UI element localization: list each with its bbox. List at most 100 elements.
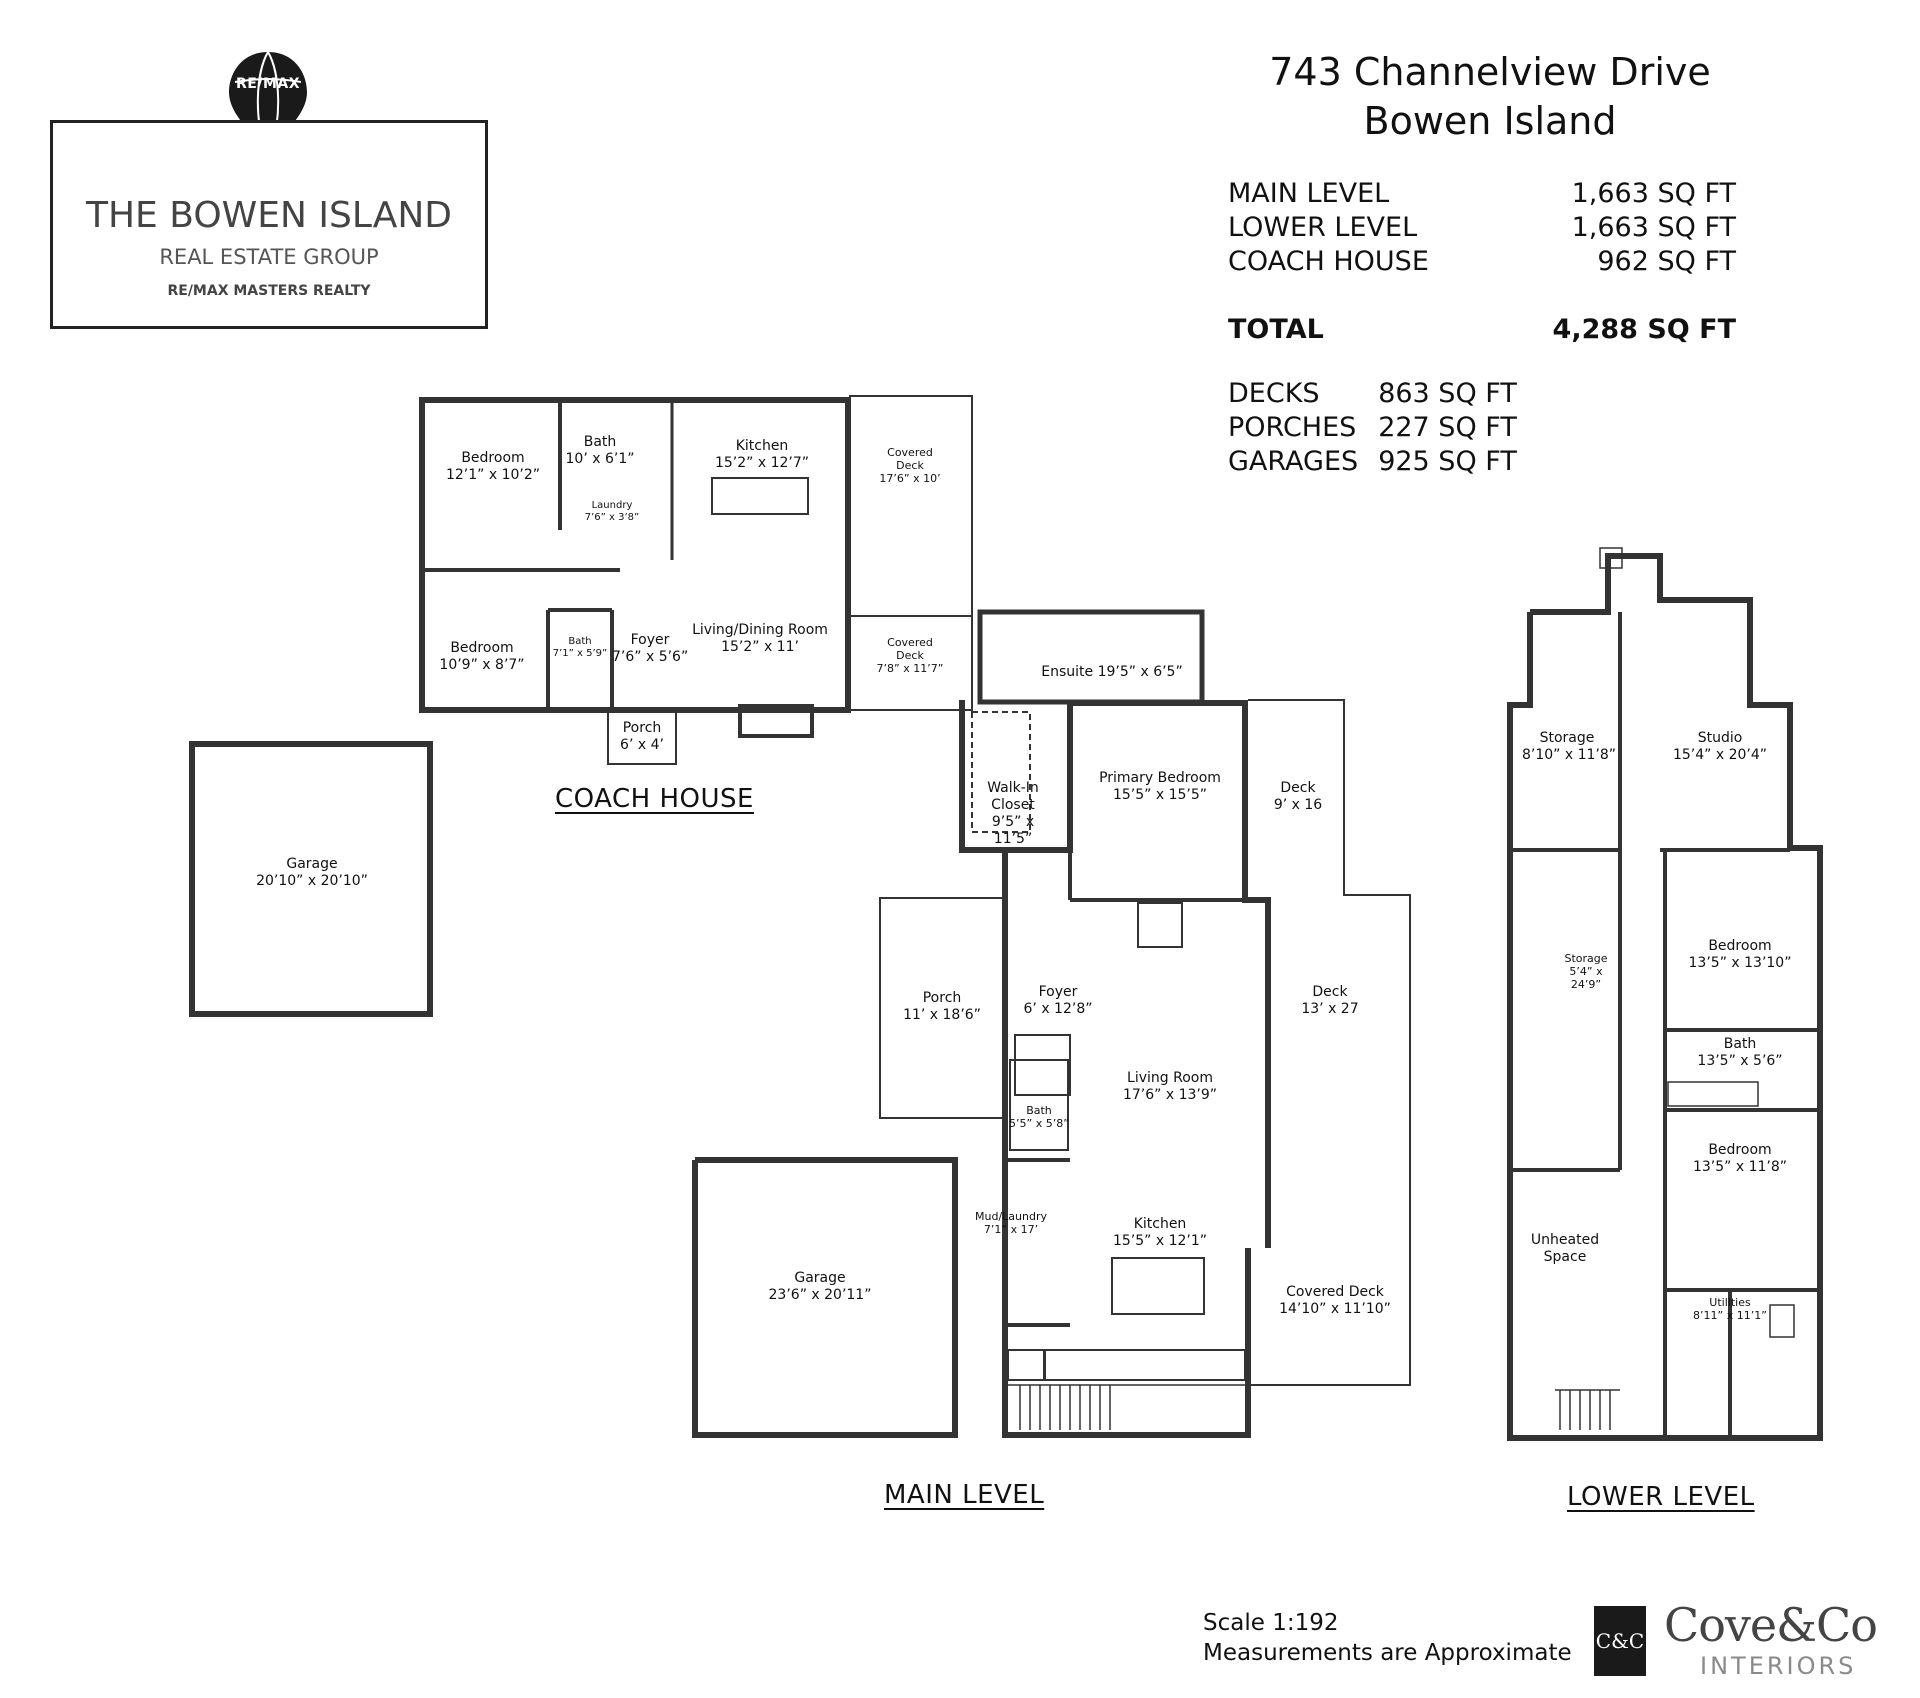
logo-line-3: RE/MAX MASTERS REALTY <box>167 283 371 299</box>
room-dims: 19’5” x 6’5” <box>1097 664 1183 680</box>
room-label: Porch 6’ x 4’ <box>608 720 676 754</box>
room-label: Storage 8’10” x 11’8” <box>1522 730 1617 764</box>
room-name: Bedroom <box>450 640 514 656</box>
room-dims: 7’1” x 17’ <box>983 1223 1039 1236</box>
extra-area-row: DECKS 863 SQ FT <box>1228 376 1517 410</box>
room-name: Deck <box>1280 780 1316 796</box>
room-name: Bath <box>1026 1104 1052 1117</box>
room-dims: 13’5” x 13’10” <box>1688 955 1792 971</box>
extra-area-value: 863 SQ FT <box>1378 377 1517 409</box>
room-name: Porch <box>922 990 962 1006</box>
area-label: COACH HOUSE <box>1228 245 1429 277</box>
room-name: Covered Deck <box>887 446 933 472</box>
room-label: Foyer 6’ x 12’8” <box>1018 984 1098 1018</box>
room-dims: 12’1” x 10’2” <box>445 467 541 483</box>
room-name: Kitchen <box>1133 1216 1187 1232</box>
room-dims: 20’10” x 20’10” <box>256 873 368 889</box>
room-label: Bedroom 13’5” x 13’10” <box>1680 938 1800 972</box>
address-line-2: Bowen Island <box>1363 99 1617 143</box>
room-label: Living/Dining Room 15’2” x 11’ <box>690 622 830 656</box>
room-name: Living Room <box>1127 1070 1213 1086</box>
room-label: Deck 13’ x 27 <box>1290 984 1370 1018</box>
room-label: Walk-In Closet 9’5” x 11’5” <box>978 780 1048 848</box>
extra-area-value: 227 SQ FT <box>1378 411 1517 443</box>
room-dims: 8’11” x 11’1” <box>1693 1309 1767 1322</box>
room-label: Storage 5’4” x 24’9” <box>1556 952 1616 991</box>
room-name: Mud/Laundry <box>975 1210 1047 1223</box>
extra-area-label: DECKS <box>1228 377 1320 409</box>
room-name: Utilities <box>1709 1296 1751 1309</box>
cove-co-mark-icon: C&C <box>1594 1606 1646 1676</box>
cove-co-brand-name: Cove&Co <box>1664 1598 1878 1652</box>
area-row: LOWER LEVEL 1,663 SQ FT <box>1228 210 1736 244</box>
scale-text: Scale 1:192 <box>1203 1610 1339 1636</box>
footer-notes: Scale 1:192 Measurements are Approximate <box>1203 1608 1572 1668</box>
room-label: Bath 7’1” x 5’9” <box>548 636 612 660</box>
room-dims: 7’6” x 3’8” <box>584 512 640 523</box>
room-name: Kitchen <box>735 438 789 454</box>
room-name: Living/Dining Room <box>692 622 828 638</box>
room-label: Kitchen 15’5” x 12’1” <box>1100 1216 1220 1250</box>
area-label: LOWER LEVEL <box>1228 211 1418 243</box>
room-name: Garage <box>794 1270 846 1286</box>
extra-area-row: PORCHES 227 SQ FT <box>1228 410 1517 444</box>
room-label: Ensuite 19’5” x 6’5” <box>1012 664 1212 681</box>
area-summary-table: MAIN LEVEL 1,663 SQ FT LOWER LEVEL 1,663… <box>1228 176 1736 346</box>
room-name: Bedroom <box>1708 938 1772 954</box>
property-address: 743 Channelview Drive Bowen Island <box>1180 48 1800 146</box>
room-dims: 8’10” x 11’8” <box>1522 747 1617 763</box>
room-dims: 9’5” x 11’5” <box>991 814 1035 847</box>
room-name: Covered Deck <box>887 636 933 662</box>
area-row: MAIN LEVEL 1,663 SQ FT <box>1228 176 1736 210</box>
extra-area-table: DECKS 863 SQ FT PORCHES 227 SQ FT GARAGE… <box>1228 376 1517 478</box>
room-name: Deck <box>1312 984 1348 1000</box>
room-label: Garage 20’10” x 20’10” <box>232 856 392 890</box>
room-name: Bedroom <box>1708 1142 1772 1158</box>
room-name: Foyer <box>1038 984 1078 1000</box>
room-dims: 13’5” x 11’8” <box>1692 1159 1788 1175</box>
logo-frame: THE BOWEN ISLAND REAL ESTATE GROUP RE/MA… <box>50 120 488 329</box>
room-label: Living Room 17’6” x 13’9” <box>1110 1070 1230 1104</box>
room-name: Ensuite <box>1041 664 1094 680</box>
area-value: 962 SQ FT <box>1597 245 1736 277</box>
room-dims: 17’6” x 10’ <box>879 472 941 485</box>
room-name: Garage <box>286 856 338 872</box>
room-label: Bedroom 13’5” x 11’8” <box>1680 1142 1800 1176</box>
room-dims: 10’9” x 8’7” <box>439 657 525 673</box>
room-label: Covered Deck 7’8” x 11’7” <box>860 636 960 675</box>
room-label: Laundry 7’6” x 3’8” <box>582 500 642 524</box>
area-total-label: TOTAL <box>1228 313 1324 345</box>
address-line-1: 743 Channelview Drive <box>1269 50 1711 94</box>
room-label: Deck 9’ x 16 <box>1260 780 1336 814</box>
lower-level-title: LOWER LEVEL <box>1567 1482 1755 1512</box>
room-label: Bath 13’5” x 5’6” <box>1680 1036 1800 1070</box>
remax-brand-text: RE/MAX <box>235 76 301 92</box>
area-label: MAIN LEVEL <box>1228 177 1390 209</box>
measurement-note: Measurements are Approximate <box>1203 1640 1572 1666</box>
room-name: Walk-In Closet <box>987 780 1039 813</box>
logo-line-2: REAL ESTATE GROUP <box>159 245 379 269</box>
room-label: Utilities 8’11” x 11’1” <box>1690 1296 1770 1322</box>
extra-area-value: 925 SQ FT <box>1378 445 1517 477</box>
room-label: Porch 11’ x 18’6” <box>892 990 992 1024</box>
room-name: Porch <box>622 720 662 736</box>
logo-line-1: THE BOWEN ISLAND <box>86 195 452 236</box>
room-dims: 13’ x 27 <box>1301 1001 1359 1017</box>
room-label: Bedroom 10’9” x 8’7” <box>432 640 532 674</box>
area-total-value: 4,288 SQ FT <box>1552 313 1736 345</box>
room-dims: 11’ x 18’6” <box>903 1007 981 1023</box>
room-dims: 23’6” x 20’11” <box>768 1287 872 1303</box>
room-name: Bath <box>583 434 617 450</box>
room-name: Storage <box>1539 730 1595 746</box>
room-dims: 7’1” x 5’9” <box>552 648 608 659</box>
room-label: Bath 5’5” x 5’8” <box>1006 1104 1072 1130</box>
room-dims: 14’10” x 11’10” <box>1279 1301 1391 1317</box>
room-dims: 6’ x 4’ <box>620 737 664 753</box>
room-label: Covered Deck 14’10” x 11’10” <box>1270 1284 1400 1318</box>
coach-house-title: COACH HOUSE <box>555 784 754 814</box>
room-dims: 15’4” x 20’4” <box>1672 747 1768 763</box>
room-name: Bath <box>568 636 592 647</box>
area-row: COACH HOUSE 962 SQ FT <box>1228 244 1736 278</box>
room-dims: 15’2” x 12’7” <box>714 455 810 471</box>
